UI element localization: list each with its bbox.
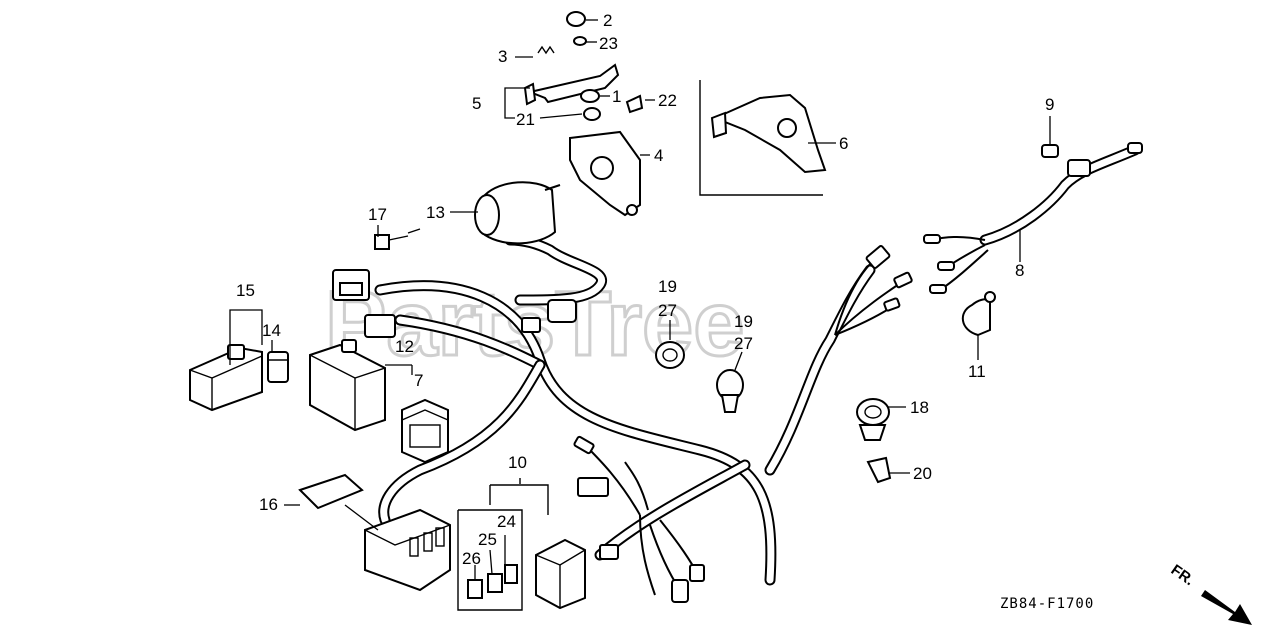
front-arrow-icon (1201, 590, 1252, 625)
clamp-18 (856, 398, 890, 441)
callout-7: 7 (414, 371, 423, 390)
callout-10: 10 (508, 453, 527, 472)
callout-12: 12 (395, 337, 414, 356)
callout-15: 15 (236, 281, 255, 300)
callout-17: 17 (368, 205, 387, 224)
callout-13: 13 (426, 203, 445, 222)
callout-1: 1 (612, 87, 621, 106)
callout-11: 11 (968, 362, 986, 381)
callout-4: 4 (654, 146, 663, 165)
diagram-code: ZB84-F1700 (1000, 596, 1094, 612)
callout-5: 5 (472, 94, 481, 113)
clip-9 (1041, 144, 1059, 158)
clamp-11 (962, 291, 996, 337)
callout-24: 24 (497, 512, 516, 531)
callout-9: 9 (1045, 95, 1054, 114)
callout-3: 3 (498, 47, 507, 66)
fuse-inset-10 (457, 478, 586, 611)
bracket-20 (866, 456, 892, 484)
callout-19-a: 19 (658, 277, 677, 296)
callout-21: 21 (516, 110, 535, 129)
sub-harness-8 (923, 142, 1143, 294)
grommet-19-27-a (655, 341, 685, 369)
front-label: FR. (1168, 561, 1198, 589)
front-direction-indicator: FR. (1168, 561, 1252, 625)
callout-14: 14 (262, 321, 281, 340)
leader-lines (229, 19, 1051, 580)
callout-labels: 2 23 3 5 21 1 22 4 6 9 8 13 17 15 14 12 … (236, 11, 1054, 568)
bolt-17 (374, 234, 409, 250)
callout-27-a: 27 (658, 301, 677, 320)
label-16 (298, 473, 364, 510)
harness-connectors (332, 245, 913, 603)
control-box-12 (309, 339, 386, 432)
module-7 (401, 398, 449, 464)
inset-frame-part-6 (699, 80, 827, 196)
callout-27-b: 27 (734, 334, 753, 353)
callout-16: 16 (259, 495, 278, 514)
relay-14 (267, 351, 289, 383)
callout-22: 22 (658, 91, 677, 110)
callout-18: 18 (910, 398, 929, 417)
callout-19-b: 19 (734, 312, 753, 331)
relay-box-15 (189, 344, 263, 412)
callout-8: 8 (1015, 261, 1024, 280)
solenoid-13 (474, 181, 561, 245)
callout-6: 6 (839, 134, 848, 153)
callout-2: 2 (603, 11, 612, 30)
grommet-19-27-b (716, 369, 744, 413)
callout-23: 23 (599, 34, 618, 53)
callout-20: 20 (913, 464, 932, 483)
throttle-bracket-assembly (523, 11, 644, 217)
fuse-box-left (364, 508, 451, 592)
callout-26: 26 (462, 549, 481, 568)
callout-25: 25 (478, 530, 497, 549)
